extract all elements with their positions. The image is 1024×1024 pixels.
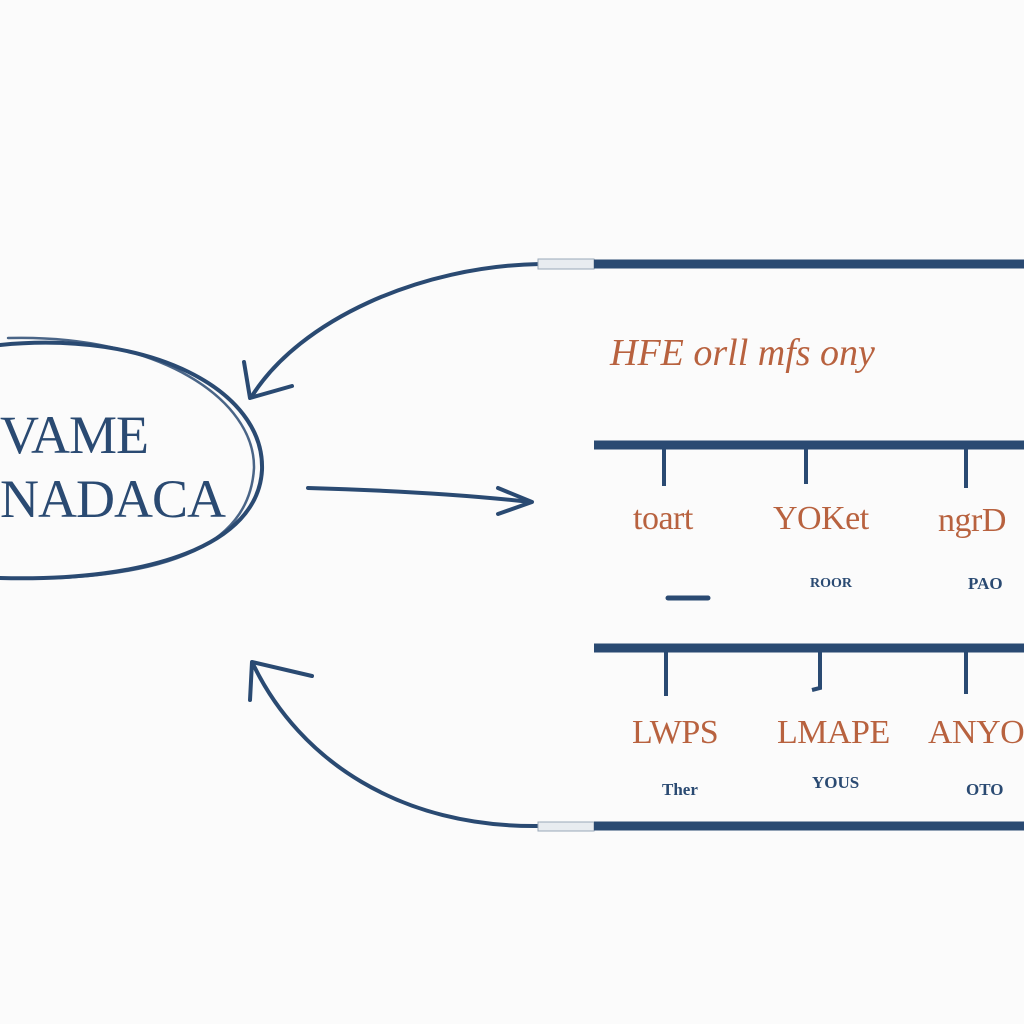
- row1-cell2-sub: ROOR: [810, 576, 852, 591]
- arrow-middle-shaft: [306, 486, 532, 504]
- row2-cell2-label: LMAPE: [777, 714, 890, 751]
- arrow-bottom-head: [248, 660, 314, 702]
- arrow-middle-head: [496, 486, 534, 516]
- arrow-top-head: [242, 360, 294, 400]
- row2-cell2-sub: YOUS: [812, 773, 860, 792]
- row1-cell3-label: ngrD: [938, 502, 1006, 539]
- panel-heading: HFE orll mfs ony: [610, 332, 875, 374]
- node-label-line2: NADACA: [0, 469, 226, 529]
- row2-cell3-sub: OTO: [966, 780, 1004, 799]
- node-label-line1: VAME: [0, 405, 149, 465]
- node-ellipse-overstroke: [6, 336, 256, 580]
- row1-cell1-label: toart: [633, 500, 693, 537]
- row2-cell1-sub: Ther: [662, 780, 698, 799]
- row2-tick-2: [811, 652, 822, 692]
- row2-cell3-label: ANYO: [928, 714, 1024, 751]
- arrow-bottom-curve: [252, 664, 542, 829]
- row2-cell1-label: LWPS: [632, 714, 719, 751]
- arrow-bottom-connector: [537, 821, 595, 832]
- row1-cell2-label: YOKet: [773, 500, 869, 537]
- arrow-top-connector: [537, 258, 595, 270]
- arrow-top-curve: [250, 262, 542, 398]
- row1-cell3-sub: PAO: [968, 574, 1003, 593]
